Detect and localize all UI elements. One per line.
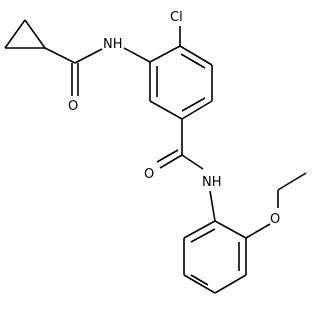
bond bbox=[180, 53, 206, 69]
bond bbox=[183, 220, 216, 239]
bond bbox=[214, 274, 247, 294]
bond bbox=[159, 154, 183, 169]
bonds bbox=[4, 19, 307, 294]
bond bbox=[181, 154, 204, 170]
bond bbox=[123, 47, 151, 63]
nh-label-top: NH bbox=[103, 37, 123, 52]
bond bbox=[183, 274, 216, 294]
bond bbox=[149, 45, 181, 63]
bond bbox=[44, 47, 76, 64]
bond bbox=[156, 149, 179, 163]
bond bbox=[74, 48, 103, 64]
bond bbox=[24, 19, 46, 49]
amide-nh-label: NH bbox=[202, 175, 222, 190]
atom-labels: Cl NH O O NH O bbox=[68, 10, 280, 227]
chlorine-label: Cl bbox=[170, 10, 183, 25]
bond bbox=[4, 19, 26, 49]
amide-oxygen-label: O bbox=[144, 167, 154, 182]
bond bbox=[149, 100, 183, 120]
bond bbox=[179, 45, 213, 66]
bond bbox=[190, 274, 209, 286]
bond bbox=[190, 228, 216, 243]
bond bbox=[209, 190, 216, 222]
bond bbox=[277, 172, 307, 191]
carbonyl-oxygen-label: O bbox=[68, 99, 78, 114]
bond bbox=[245, 223, 271, 239]
ether-oxygen-label: O bbox=[270, 212, 280, 227]
bond bbox=[214, 220, 247, 239]
bond bbox=[181, 100, 213, 120]
bond bbox=[181, 97, 206, 112]
